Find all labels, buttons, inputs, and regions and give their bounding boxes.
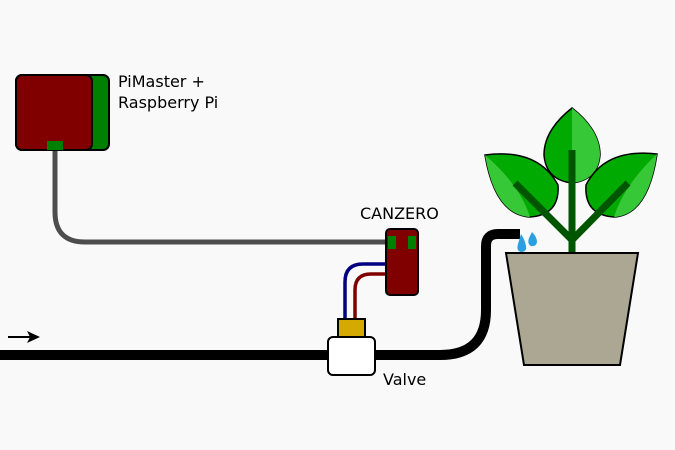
water-pipe (0, 229, 520, 360)
arrow-right-icon (8, 331, 40, 343)
red-wire (353, 272, 388, 320)
plant-stem (512, 150, 631, 255)
pimaster-cable (52, 150, 390, 245)
water-drop-icon (517, 232, 537, 252)
plant-pot (504, 252, 640, 366)
pimaster-label-line1: PiMaster + (118, 72, 205, 91)
canzero-label: CANZERO (360, 204, 439, 223)
pimaster-module[interactable] (15, 74, 110, 151)
canzero-module[interactable] (385, 228, 419, 296)
valve[interactable] (327, 318, 376, 376)
blue-wire (343, 262, 388, 320)
pimaster-label-line2: Raspberry Pi (118, 93, 218, 112)
plant (484, 107, 658, 255)
valve-label: Valve (383, 370, 426, 389)
